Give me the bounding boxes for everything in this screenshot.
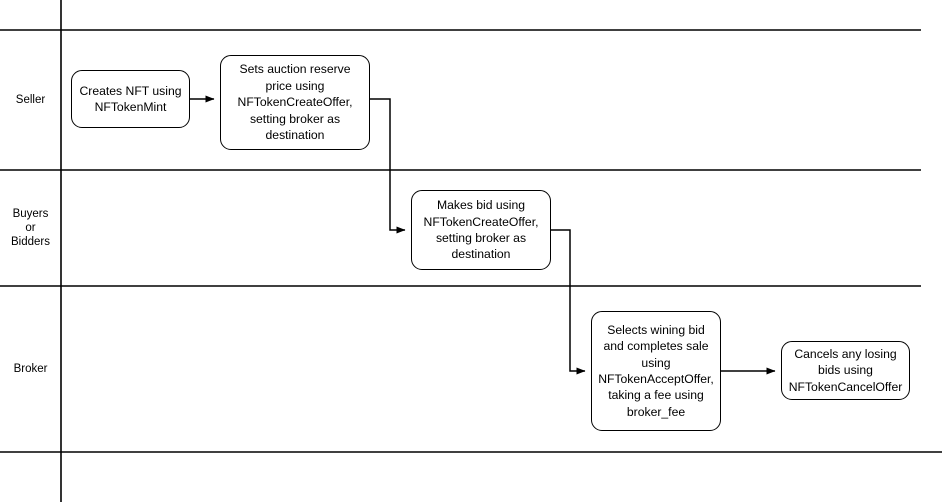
node-makes-bid[interactable]: Makes bid using NFTokenCreateOffer, sett… xyxy=(411,190,551,270)
node-sets-auction-reserve-price[interactable]: Sets auction reserve price using NFToken… xyxy=(220,55,370,150)
connector-bid-to-accept xyxy=(551,229,586,375)
node-selects-winning-bid[interactable]: Selects wining bid and completes sale us… xyxy=(591,311,721,431)
lane-label-seller: Seller xyxy=(15,94,46,106)
lane-label-broker: Broker xyxy=(13,363,48,375)
connector-reserve-to-bid xyxy=(370,98,406,234)
connectors xyxy=(190,95,776,375)
lane-label-buyers: Buyers or Bidders xyxy=(11,208,50,248)
node-cancels-losing-bids[interactable]: Cancels any losing bids using NFTokenCan… xyxy=(781,341,910,400)
node-creates-nft[interactable]: Creates NFT using NFTokenMint xyxy=(71,70,190,128)
